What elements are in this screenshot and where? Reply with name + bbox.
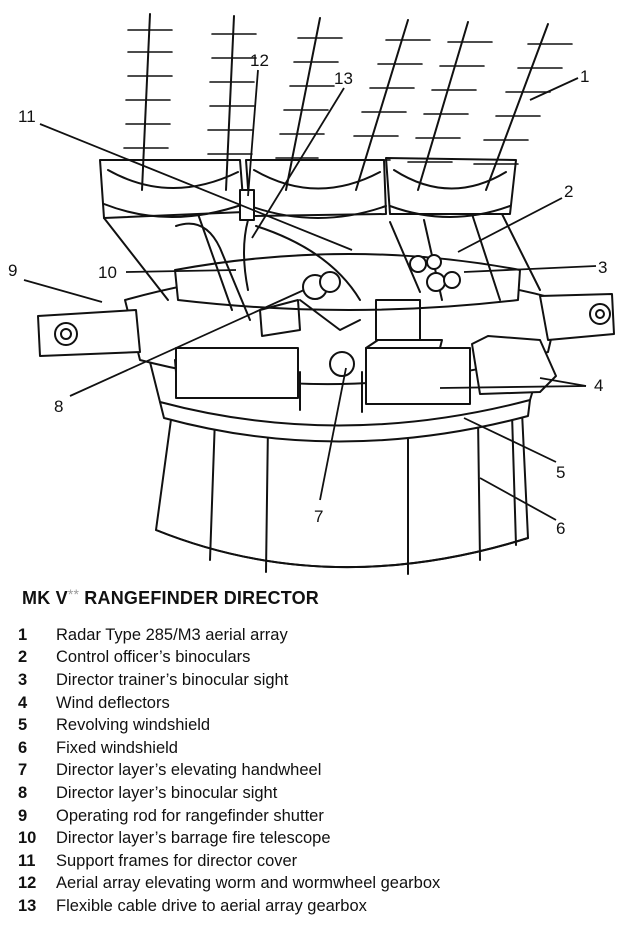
leader-12 xyxy=(247,69,259,197)
callout-2: 2 xyxy=(564,182,573,201)
leader-13 xyxy=(251,87,345,239)
callout-9: 9 xyxy=(8,261,17,280)
callout-4: 4 xyxy=(594,376,603,395)
legend-number: 6 xyxy=(18,738,28,757)
legend-number: 1 xyxy=(18,625,28,644)
legend-text: Support frames for director cover xyxy=(56,851,298,870)
callout-7: 7 xyxy=(314,507,323,526)
aerial-array-boxes-drawing xyxy=(99,157,517,219)
callout-1: 1 xyxy=(580,67,589,86)
legend-item: 1 Radar Type 285/M3 aerial array xyxy=(18,624,440,647)
callout-6: 6 xyxy=(556,519,565,538)
legend-text: Operating rod for rangefinder shutter xyxy=(56,806,324,825)
legend-text: Flexible cable drive to aerial array gea… xyxy=(56,896,367,915)
figure-title-stars: ** xyxy=(67,586,80,602)
leader-6 xyxy=(479,477,557,521)
rangefinder-tube-drawing xyxy=(37,293,615,357)
leader-2 xyxy=(457,197,563,253)
legend-item: 6 Fixed windshield xyxy=(18,737,440,760)
leader-3 xyxy=(463,265,597,273)
legend-item: 10 Director layer’s barrage fire telescop… xyxy=(18,827,440,850)
director-illustration: 1 2 3 4 5 6 7 8 9 10 11 12 13 xyxy=(8,13,615,575)
legend-item: 4 Wind deflectors xyxy=(18,692,440,715)
leader-4a xyxy=(539,377,587,387)
legend-number: 3 xyxy=(18,670,28,689)
callout-numbers: 1 2 3 4 5 6 7 8 9 10 11 12 13 xyxy=(8,51,607,538)
legend-text: Director layer’s barrage fire telescope xyxy=(56,829,331,848)
aerial-masts-drawing xyxy=(123,13,573,191)
legend-text: Director layer’s binocular sight xyxy=(56,783,278,802)
legend-item: 9 Operating rod for rangefinder shutter xyxy=(18,805,440,828)
line-drawing xyxy=(37,13,615,575)
legend-number: 9 xyxy=(18,806,28,825)
callout-13: 13 xyxy=(334,69,353,88)
leader-9 xyxy=(23,279,103,303)
legend-item: 8 Director layer’s binocular sight xyxy=(18,782,440,805)
legend-item: 5 Revolving windshield xyxy=(18,714,440,737)
legend-text: Director trainer’s binocular sight xyxy=(56,670,289,689)
leader-4b xyxy=(439,385,587,389)
legend-number: 5 xyxy=(18,716,28,735)
legend-number: 10 xyxy=(18,829,37,848)
legend-number: 11 xyxy=(18,851,36,870)
leader-11 xyxy=(39,123,353,251)
legend-text: Director layer’s elevating handwheel xyxy=(56,761,322,780)
leader-8 xyxy=(69,289,305,397)
leader-5 xyxy=(463,417,557,463)
legend-number: 2 xyxy=(18,648,28,667)
legend-number: 7 xyxy=(18,761,28,780)
legend-text: Wind deflectors xyxy=(56,693,170,712)
legend-text: Revolving windshield xyxy=(56,716,211,735)
legend-item: 3 Director trainer’s binocular sight xyxy=(18,669,440,692)
legend-text: Radar Type 285/M3 aerial array xyxy=(56,625,288,644)
legend-number: 13 xyxy=(18,896,37,915)
legend-number: 8 xyxy=(18,783,28,802)
callout-11: 11 xyxy=(18,107,36,126)
legend-number: 4 xyxy=(18,693,28,712)
callout-5: 5 xyxy=(556,463,565,482)
legend-item: 11 Support frames for director cover xyxy=(18,850,440,873)
legend-text: Fixed windshield xyxy=(56,738,178,757)
figure-title-rest: RANGEFINDER DIRECTOR xyxy=(79,588,319,608)
legend-list: 1 Radar Type 285/M3 aerial array 2 Control… xyxy=(18,624,440,918)
legend-text: Control officer’s binoculars xyxy=(56,648,251,667)
figure-title-main: MK V xyxy=(22,588,68,608)
sights-drawing xyxy=(259,254,461,377)
fixed-windshield-drawing xyxy=(155,411,529,575)
leader-1 xyxy=(529,77,579,101)
legend-text: Aerial array elevating worm and wormwhee… xyxy=(56,874,441,893)
legend-number: 12 xyxy=(18,874,37,893)
callout-8: 8 xyxy=(54,397,63,416)
legend-item: 13 Flexible cable drive to aerial array g… xyxy=(18,895,440,918)
callout-10: 10 xyxy=(98,263,117,282)
legend-item: 2 Control officer’s binoculars xyxy=(18,647,440,670)
leader-7 xyxy=(319,367,347,501)
legend-item: 7 Director layer’s elevating handwheel xyxy=(18,760,440,783)
leader-10 xyxy=(125,269,237,273)
figure-title: MK V** RANGEFINDER DIRECTOR xyxy=(22,586,319,609)
legend-item: 12 Aerial array elevating worm and wormwh… xyxy=(18,873,440,896)
leader-lines xyxy=(23,69,597,521)
callout-12: 12 xyxy=(250,51,269,70)
callout-3: 3 xyxy=(598,258,607,277)
